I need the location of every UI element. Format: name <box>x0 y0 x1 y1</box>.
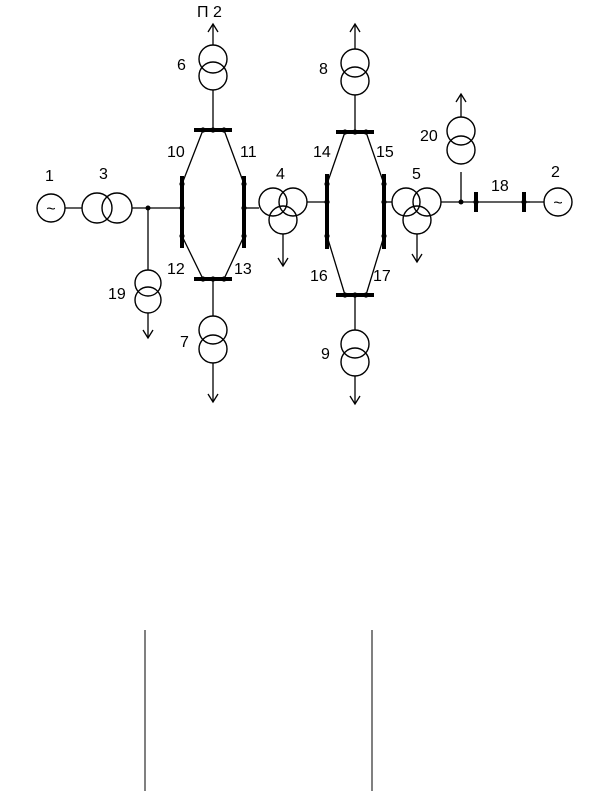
transformer-4 <box>258 187 308 235</box>
label-1: 1 <box>45 168 54 185</box>
transformer-6 <box>198 44 228 91</box>
transformer-9 <box>340 329 370 377</box>
label-9: 9 <box>321 346 330 363</box>
generator-1-symbol: ~ <box>46 201 55 218</box>
node <box>381 181 387 187</box>
node <box>179 233 185 239</box>
label-20: 20 <box>420 128 438 145</box>
label-11: 11 <box>240 144 257 161</box>
generator-2: ~ <box>543 187 573 217</box>
label-5: 5 <box>412 166 421 183</box>
node <box>200 127 206 133</box>
label-10: 10 <box>167 144 185 161</box>
line-13 <box>223 235 245 280</box>
label-4: 4 <box>276 166 285 183</box>
transformer-3 <box>81 192 133 224</box>
load-6-arrow <box>207 22 219 33</box>
load-19-arrow <box>142 329 154 340</box>
load-9-arrow <box>349 395 361 406</box>
node <box>342 129 348 135</box>
node <box>200 276 206 282</box>
label-13: 13 <box>234 261 252 278</box>
line-16 <box>326 235 346 296</box>
line-10 <box>181 129 204 185</box>
node <box>363 292 369 298</box>
label-12: 12 <box>167 261 185 278</box>
node <box>221 276 227 282</box>
label-14: 14 <box>313 144 331 161</box>
node <box>179 181 185 187</box>
load-5-arrow <box>411 253 423 264</box>
label-6: 6 <box>177 57 186 74</box>
label-2: 2 <box>551 164 560 181</box>
load-7-arrow <box>207 393 219 404</box>
load-8-arrow <box>349 22 361 33</box>
label-7: 7 <box>180 334 189 351</box>
transformer-7 <box>198 315 228 364</box>
transformer-20 <box>446 116 476 165</box>
label-p2: П 2 <box>197 4 222 21</box>
label-16: 16 <box>310 268 328 285</box>
label-18: 18 <box>491 178 509 195</box>
node <box>324 181 330 187</box>
node <box>324 199 330 205</box>
transformer-19 <box>134 269 162 314</box>
line-15 <box>365 131 385 185</box>
load-4-arrow <box>277 257 289 268</box>
load-20-arrow <box>455 92 467 103</box>
line-12 <box>181 235 204 280</box>
node <box>473 199 479 205</box>
generator-1: ~ <box>36 193 66 223</box>
line-17 <box>365 235 385 296</box>
node <box>342 292 348 298</box>
node <box>179 205 185 211</box>
label-15: 15 <box>376 144 394 161</box>
transformer-8 <box>340 48 370 96</box>
generator-2-symbol: ~ <box>553 195 562 212</box>
node <box>221 127 227 133</box>
line-14 <box>326 131 346 185</box>
node <box>241 233 247 239</box>
node <box>324 233 330 239</box>
node <box>241 181 247 187</box>
label-8: 8 <box>319 61 328 78</box>
node <box>381 233 387 239</box>
label-19: 19 <box>108 286 126 303</box>
label-17: 17 <box>373 268 391 285</box>
label-3: 3 <box>99 166 108 183</box>
node <box>363 129 369 135</box>
line-11 <box>223 129 245 185</box>
transformer-5 <box>391 187 442 235</box>
